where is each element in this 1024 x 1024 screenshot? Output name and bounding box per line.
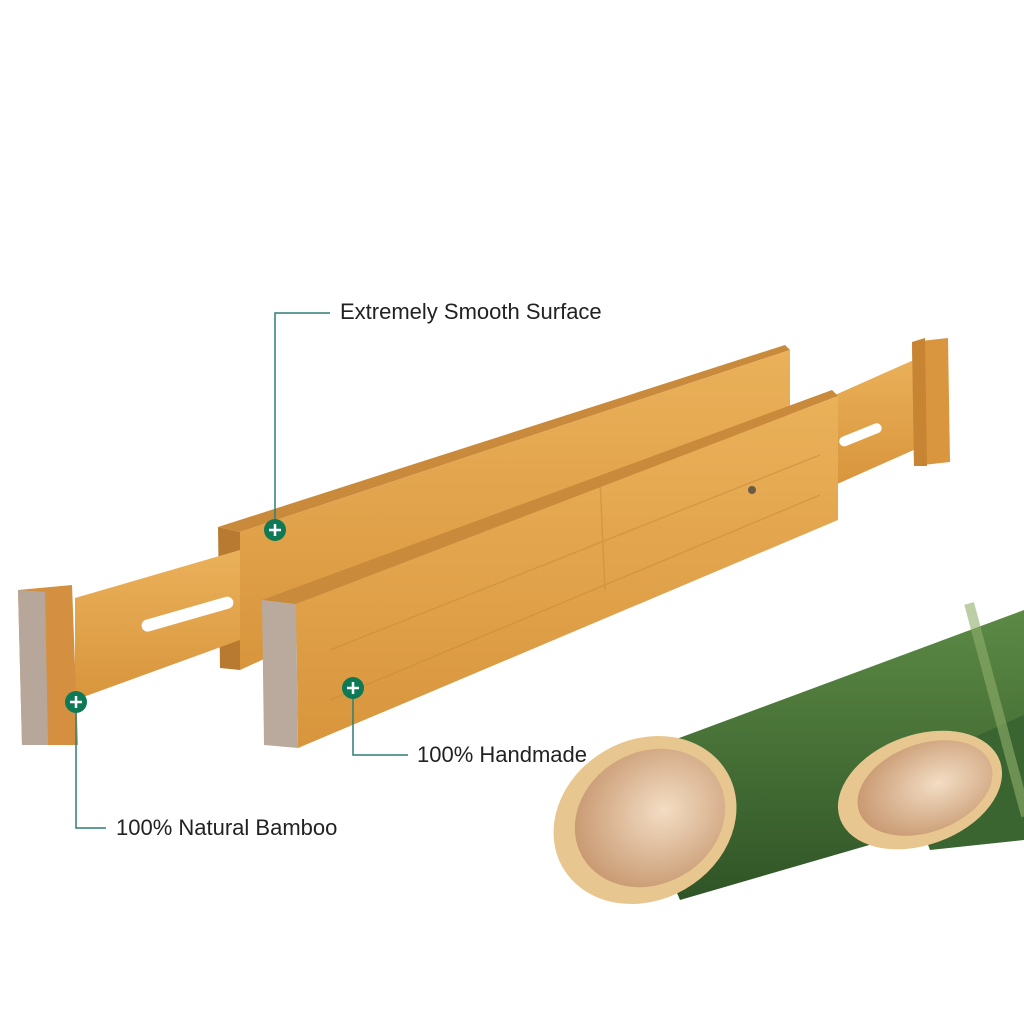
leader-lines	[75, 312, 408, 829]
plus-icon	[264, 519, 286, 541]
bamboo-stalks	[553, 602, 1024, 905]
right-extension	[835, 338, 950, 485]
plus-icon	[342, 677, 364, 699]
callout-natural-bamboo: 100% Natural Bamboo	[116, 815, 338, 840]
plus-icon	[65, 691, 87, 713]
front-divider-board	[262, 390, 838, 748]
callout-smooth-surface: Extremely Smooth Surface	[340, 299, 602, 324]
callout-handmade: 100% Handmade	[417, 742, 588, 767]
left-extension	[18, 550, 240, 745]
